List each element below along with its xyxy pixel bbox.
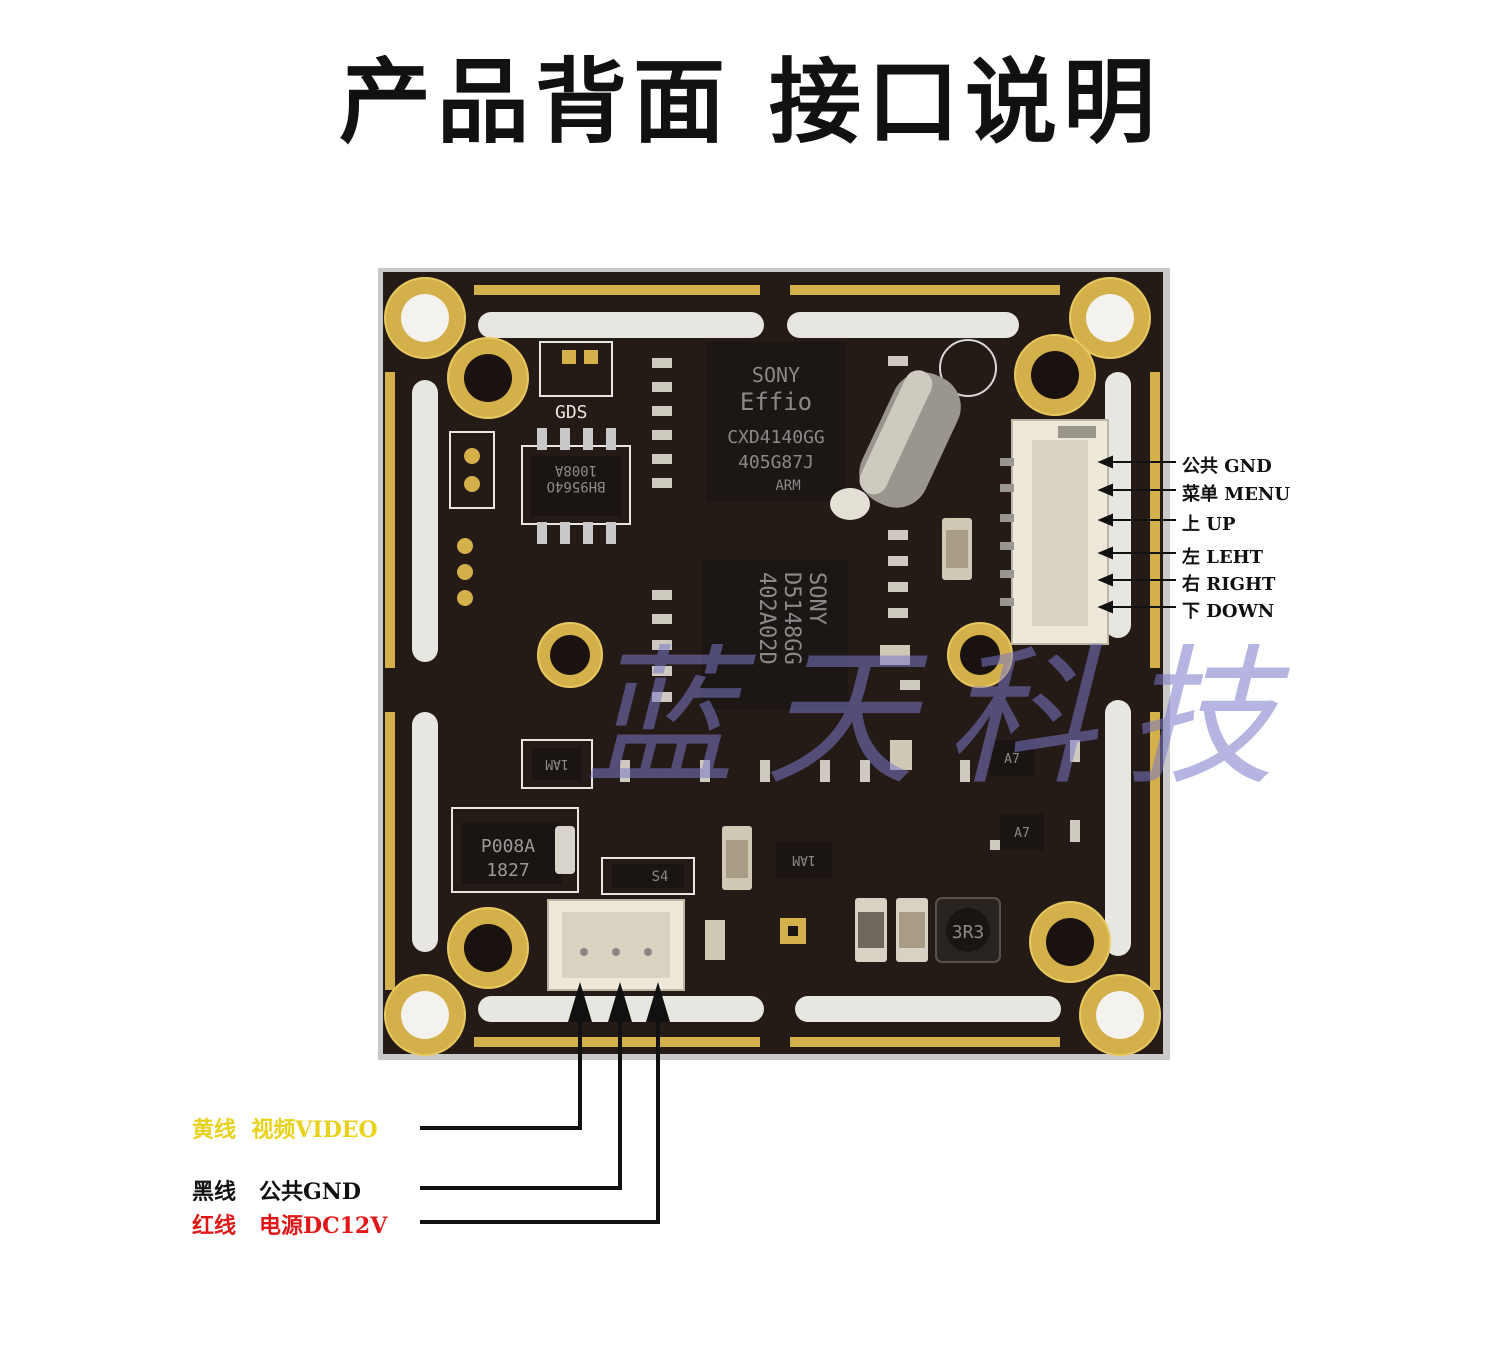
pin-label-down: 下 DOWN: [1182, 601, 1275, 622]
svg-text:BH9564O: BH9564O: [546, 478, 605, 494]
transistor-1am-mid: 1AM: [776, 842, 832, 878]
chip-sony-effio: SONY Effio CXD4140GG 405G87J ARM: [706, 342, 846, 502]
svg-text:405G87J: 405G87J: [738, 452, 814, 473]
svg-text:D5148GG: D5148GG: [779, 572, 804, 665]
svg-text:A7: A7: [1014, 826, 1030, 841]
svg-text:CXD4140GG: CXD4140GG: [727, 427, 825, 448]
wire-label-power: 红线 电源DC12V: [192, 1213, 388, 1239]
page-title: 产品背面 接口说明: [338, 49, 1162, 156]
pin-arrows: [1097, 455, 1176, 614]
pin-label-right: 右 RIGHT: [1182, 574, 1276, 595]
chip-sony-dsp: SONY D5148GG 402A02D: [702, 560, 848, 710]
svg-text:SONY: SONY: [752, 363, 800, 387]
svg-text:A7: A7: [1004, 752, 1020, 767]
svg-text:1008A: 1008A: [554, 462, 597, 478]
svg-text:3R3: 3R3: [952, 922, 985, 943]
silk-gds: GDS: [555, 402, 588, 423]
inductor: 3R3: [935, 897, 1001, 963]
connector-6pin: [1000, 419, 1109, 645]
transistor-1am-left: 1AM: [521, 739, 593, 789]
wire-label-video: 黄线 视频VIDEO: [192, 1117, 378, 1143]
eeprom-chip: BH9564O 1008A: [521, 428, 631, 544]
watermark: 蓝天科技: [585, 632, 1305, 806]
svg-text:Effio: Effio: [740, 388, 812, 416]
pin-label-up: 上 UP: [1182, 514, 1236, 535]
pin-label-menu: 菜单 MENU: [1182, 484, 1291, 505]
svg-text:402A02D: 402A02D: [754, 572, 779, 665]
pin-label-left: 左 LEHT: [1182, 547, 1264, 568]
svg-text:SONY: SONY: [804, 572, 829, 625]
wire-label-gnd: 黑线 公共GND: [192, 1179, 361, 1205]
transistor-a7-a: A7: [990, 740, 1034, 776]
crystal-oscillator: [830, 339, 997, 520]
svg-text:P008A: P008A: [481, 836, 535, 857]
pin-label-gnd: 公共 GND: [1182, 456, 1272, 477]
wire-arrows: [420, 1010, 660, 1224]
svg-text:S4: S4: [652, 869, 669, 885]
regulator: P008A 1827: [451, 807, 579, 893]
transistor-a7-b: A7: [1000, 814, 1044, 850]
connector-3pin: [547, 899, 685, 991]
svg-text:1AM: 1AM: [792, 852, 816, 867]
svg-text:1AM: 1AM: [545, 756, 569, 771]
svg-text:ARM: ARM: [775, 478, 800, 494]
svg-text:1827: 1827: [486, 860, 529, 881]
diode-s4: S4: [601, 857, 695, 895]
